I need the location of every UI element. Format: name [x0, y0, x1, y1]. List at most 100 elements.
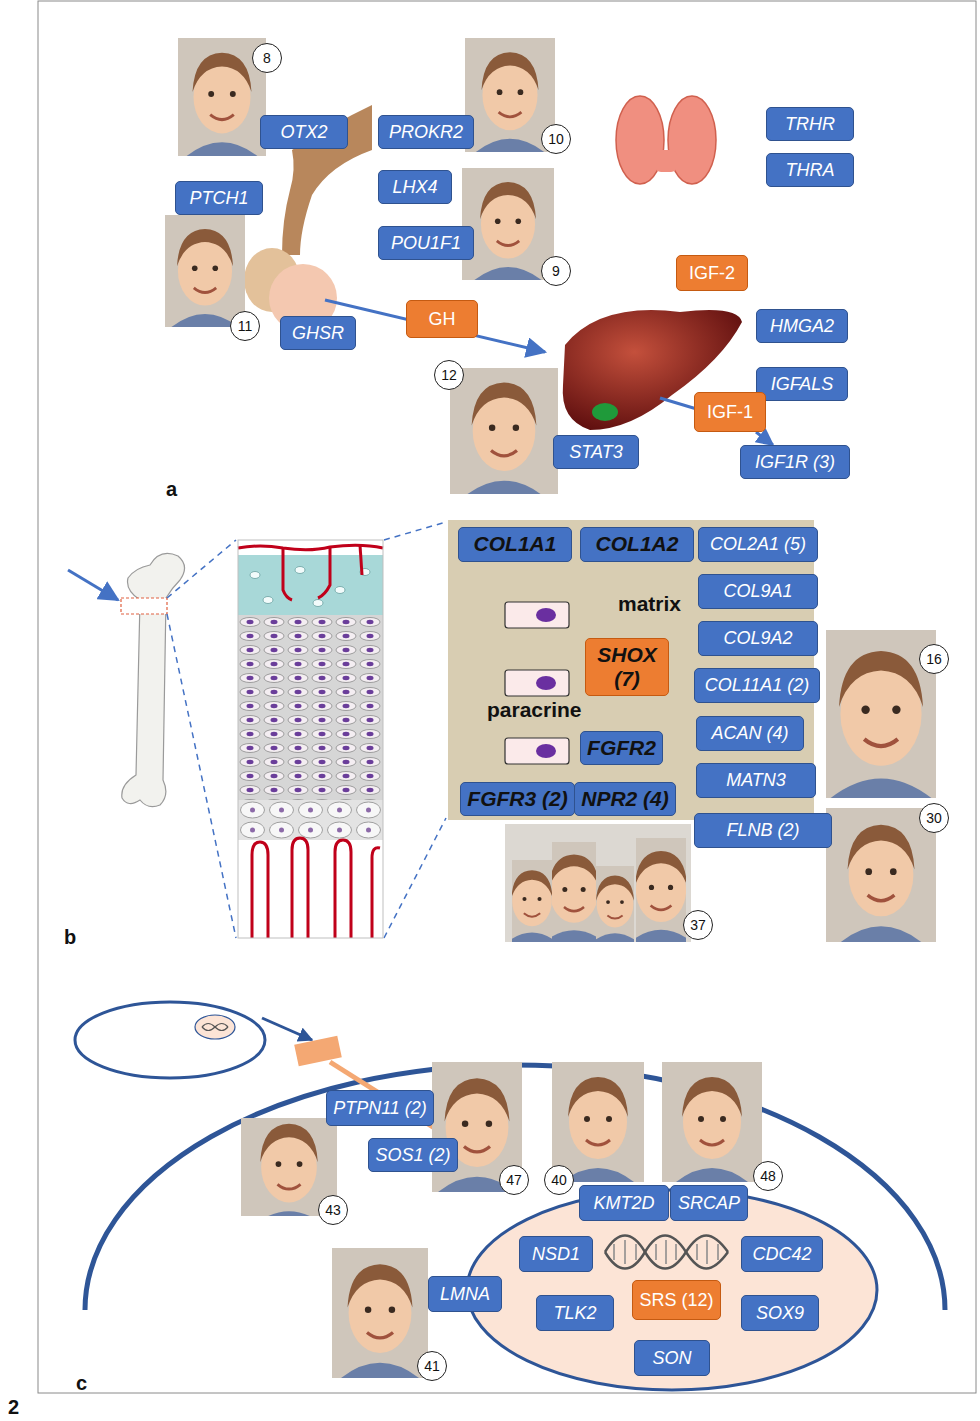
node-label: GHSR [292, 323, 344, 344]
gene-box: OTX2 [260, 115, 348, 149]
gene-box: COL9A1 [698, 574, 818, 609]
node-label: COL9A2 [723, 628, 792, 649]
node-label: NSD1 [532, 1244, 580, 1265]
gene-box: NPR2 (4) [574, 782, 676, 816]
node-label: PTPN11 (2) [333, 1098, 427, 1119]
node-label: LMNA [440, 1284, 490, 1305]
node-label: SRCAP [678, 1193, 740, 1214]
callout-number: 48 [753, 1161, 783, 1191]
node-label: FGFR2 [587, 736, 656, 760]
callout-number: 30 [919, 803, 949, 833]
callout-number: 37 [683, 910, 713, 940]
gene-box: PROKR2 [378, 115, 474, 149]
hormone-box: SRS (12) [632, 1280, 721, 1320]
gene-box: POU1F1 [378, 226, 474, 260]
gene-box: CDC42 [741, 1236, 823, 1272]
gene-box: LHX4 [378, 170, 452, 204]
gene-box: SRCAP [670, 1185, 748, 1221]
gene-box: NSD1 [519, 1236, 593, 1272]
gene-box: TLK2 [536, 1295, 614, 1331]
pointer-arrow [68, 570, 118, 600]
callout-number: 41 [417, 1351, 447, 1381]
node-label: PROKR2 [389, 122, 463, 143]
gene-box: COL11A1 (2) [694, 668, 820, 703]
gene-box: IGF1R (3) [740, 445, 850, 479]
gene-box: COL2A1 (5) [698, 527, 818, 562]
node-label: SON [652, 1348, 691, 1369]
hormone-box: IGF-2 [676, 255, 748, 291]
zoom-lines [167, 522, 446, 938]
hormone-arrow [325, 300, 545, 352]
node-label: COL1A1 [474, 532, 557, 556]
node-label: COL2A1 (5) [710, 534, 806, 555]
gene-box: MATN3 [696, 763, 816, 798]
chondrocyte-icons [505, 602, 569, 764]
hormone-box: IGF-1 [694, 392, 766, 432]
node-label: FGFR3 (2) [467, 787, 567, 811]
node-label: TRHR [785, 114, 835, 135]
node-label: PTCH1 [189, 188, 248, 209]
pituitary-gland [244, 105, 372, 332]
gene-box: COL9A2 [698, 621, 818, 656]
node-label: FLNB (2) [726, 820, 799, 841]
signal-arrow [262, 1018, 312, 1040]
gene-box: FLNB (2) [694, 813, 832, 848]
node-label: IGF1R (3) [755, 452, 835, 473]
gene-box: COL1A1 [458, 527, 572, 562]
node-label: STAT3 [569, 442, 622, 463]
node-label: SHOX (7) [597, 643, 657, 691]
gene-box: ACAN (4) [696, 716, 804, 751]
thyroid-gland [616, 96, 716, 184]
signal-arrow [756, 432, 773, 445]
femur [122, 553, 185, 806]
callout-number: 8 [252, 43, 282, 73]
gene-box: SON [634, 1340, 710, 1376]
gene-box: COL1A2 [580, 527, 694, 562]
panel-letter: b [64, 926, 76, 949]
patient-photos [241, 1062, 762, 1378]
zone-label: matrix [618, 592, 681, 616]
node-label: GH [429, 309, 456, 330]
callout-number: 16 [919, 644, 949, 674]
figure-frame [38, 1, 976, 1393]
panel-letter: c [76, 1372, 87, 1395]
node-label: IGF-2 [689, 263, 735, 284]
node-label: CDC42 [752, 1244, 811, 1265]
node-label: COL1A2 [596, 532, 679, 556]
gene-box: THRA [766, 153, 854, 187]
gene-box: HMGA2 [756, 309, 848, 343]
figure-number: 2 [8, 1396, 19, 1419]
growth-plate [238, 540, 383, 938]
node-label: MATN3 [726, 770, 786, 791]
node-label: COL9A1 [723, 581, 792, 602]
node-label: IGFALS [771, 374, 834, 395]
node-label: LHX4 [392, 177, 437, 198]
gene-box: SHOX (7) [585, 638, 669, 696]
gene-box: FGFR2 [580, 731, 663, 765]
patient-photos [158, 38, 558, 496]
receptor [294, 1036, 342, 1067]
callout-number: 11 [230, 311, 260, 341]
gene-box: PTPN11 (2) [326, 1090, 434, 1126]
node-label: NPR2 (4) [581, 787, 669, 811]
gene-box: PTCH1 [175, 181, 263, 215]
callout-number: 9 [541, 256, 571, 286]
hormone-box: GH [406, 300, 478, 338]
gene-box: FGFR3 (2) [460, 782, 575, 816]
node-label: TLK2 [553, 1303, 596, 1324]
callout-number: 43 [318, 1195, 348, 1225]
node-label: POU1F1 [391, 233, 461, 254]
node-label: COL11A1 (2) [705, 675, 810, 696]
node-label: ACAN (4) [711, 723, 788, 744]
node-label: SOS1 (2) [375, 1145, 450, 1166]
gene-box: LMNA [428, 1276, 502, 1312]
node-label: KMT2D [593, 1193, 654, 1214]
callout-number: 47 [499, 1165, 529, 1195]
callout-number: 40 [544, 1165, 574, 1195]
gene-box: IGFALS [756, 367, 848, 401]
node-label: IGF-1 [707, 402, 753, 423]
node-label: SRS (12) [639, 1290, 713, 1311]
zone-label: paracrine [487, 698, 582, 722]
node-label: SOX9 [756, 1303, 804, 1324]
gene-box: STAT3 [553, 435, 639, 469]
